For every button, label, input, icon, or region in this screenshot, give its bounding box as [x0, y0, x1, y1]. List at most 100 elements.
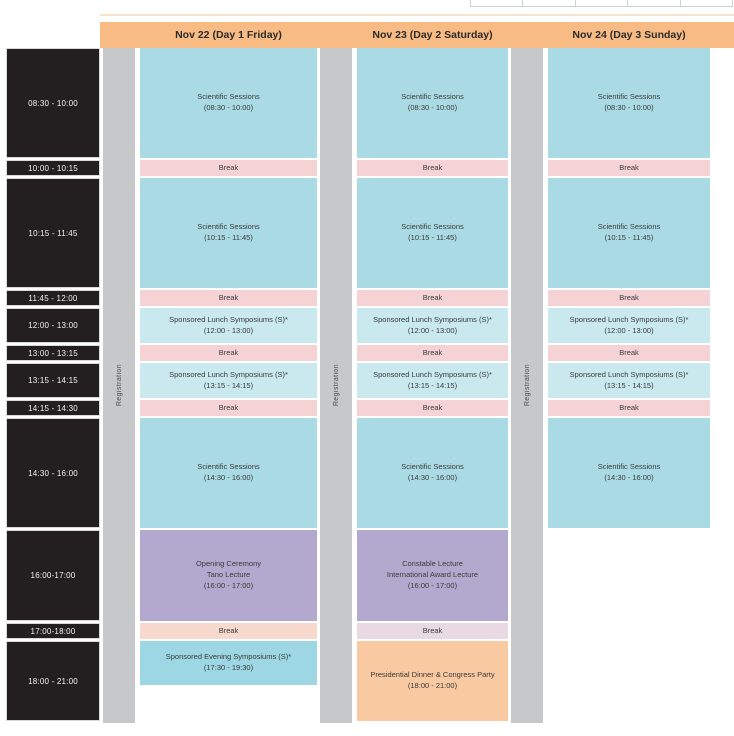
- event-time: (13:15 - 14:15): [604, 380, 654, 390]
- event-time: (14:30 - 16:00): [407, 473, 458, 482]
- event-title: Scientific Sessions: [401, 92, 464, 102]
- lunch-symposium-cell: Sponsored Lunch Symposiums (S)* (12:00 -…: [548, 308, 710, 343]
- event-subtitle: International Award Lecture: [386, 570, 479, 580]
- break-cell: Break: [140, 400, 317, 416]
- empty-table-cell: [523, 0, 576, 7]
- empty-table-cell: [680, 0, 734, 7]
- session-cell: Scientific Sessions (08:30 - 10:00): [140, 48, 317, 158]
- event-time: (12:00 - 13:00): [604, 325, 654, 335]
- registration-label: Registration: [332, 364, 340, 407]
- event-time: (08:30 - 10:00): [407, 103, 458, 112]
- event-title: Sponsored Lunch Symposiums (S)*: [569, 314, 689, 324]
- break-cell: Break: [140, 160, 317, 176]
- registration-column-day3: Registration: [511, 48, 543, 723]
- event-time: (13:15 - 14:15): [203, 380, 254, 390]
- event-title: Constable Lecture: [402, 559, 463, 569]
- time-slot-1300-1315: 13:00 - 13:15: [6, 345, 100, 361]
- event-title: Scientific Sessions: [597, 462, 661, 472]
- break-cell: Break: [357, 623, 508, 639]
- time-slot-1800-2100: 18:00 - 21:00: [6, 641, 100, 721]
- event-time: (10:15 - 11:45): [408, 233, 457, 242]
- event-title: Scientific Sessions: [197, 92, 260, 102]
- session-cell: Scientific Sessions (08:30 - 10:00): [548, 48, 710, 158]
- event-title: Scientific Sessions: [597, 222, 661, 232]
- lunch-symposium-cell: Sponsored Lunch Symposiums (S)* (12:00 -…: [357, 308, 508, 343]
- event-time: (16:00 - 17:00): [203, 580, 254, 590]
- session-cell: Scientific Sessions (14:30 - 16:00): [357, 418, 508, 528]
- event-title: Sponsored Lunch Symposiums (S)*: [569, 369, 689, 379]
- event-time: (08:30 - 10:00): [604, 103, 654, 112]
- constable-lecture-cell: Constable Lecture International Award Le…: [357, 530, 508, 621]
- time-slot-1000-1015: 10:00 - 10:15: [6, 160, 100, 176]
- session-cell: Scientific Sessions (14:30 - 16:00): [548, 418, 710, 528]
- session-cell: Scientific Sessions (10:15 - 11:45): [548, 178, 710, 288]
- empty-table-cell: [470, 0, 524, 7]
- event-title: Scientific Sessions: [401, 222, 464, 232]
- break-cell: Break: [548, 160, 710, 176]
- registration-label: Registration: [115, 364, 123, 407]
- time-slot-1200-1300: 12:00 - 13:00: [6, 308, 100, 343]
- event-title: Scientific Sessions: [401, 462, 464, 472]
- cropped-table-fragment: [470, 0, 734, 7]
- break-cell: Break: [357, 290, 508, 306]
- event-title: Scientific Sessions: [197, 222, 260, 232]
- break-cell: Break: [140, 623, 317, 639]
- event-title: Presidential Dinner & Congress Party: [370, 670, 495, 680]
- event-time: (12:00 - 13:00): [203, 325, 254, 335]
- break-cell: Break: [548, 400, 710, 416]
- break-cell: Break: [140, 290, 317, 306]
- lunch-symposium-cell: Sponsored Lunch Symposiums (S)* (12:00 -…: [140, 308, 317, 343]
- time-slot-1415-1430: 14:15 - 14:30: [6, 400, 100, 416]
- lunch-symposium-cell: Sponsored Lunch Symposiums (S)* (13:15 -…: [548, 363, 710, 398]
- lunch-symposium-cell: Sponsored Lunch Symposiums (S)* (13:15 -…: [357, 363, 508, 398]
- time-slot-1700-1800: 17:00-18:00: [6, 623, 100, 639]
- session-cell: Scientific Sessions (14:30 - 16:00): [140, 418, 317, 528]
- event-title: Scientific Sessions: [197, 462, 260, 472]
- day2-header: Nov 23 (Day 2 Saturday): [372, 29, 493, 41]
- event-time: (14:30 - 16:00): [604, 473, 654, 482]
- event-title: Sponsored Evening Symposiums (S)*: [165, 652, 292, 662]
- break-cell: Break: [357, 400, 508, 416]
- event-title: Sponsored Lunch Symposiums (S)*: [373, 314, 492, 324]
- header-top-line: [100, 14, 734, 16]
- event-time: (13:15 - 14:15): [407, 380, 458, 390]
- day-header-band: Nov 22 (Day 1 Friday) Nov 23 (Day 2 Satu…: [100, 22, 734, 48]
- empty-table-cell: [628, 0, 681, 7]
- break-cell: Break: [548, 290, 710, 306]
- day2-column: Scientific Sessions (08:30 - 10:00) Brea…: [357, 48, 508, 723]
- day1-header: Nov 22 (Day 1 Friday): [175, 29, 282, 41]
- event-time: (12:00 - 13:00): [407, 325, 458, 335]
- registration-column-day1: Registration: [103, 48, 135, 723]
- time-slot-1315-1415: 13:15 - 14:15: [6, 363, 100, 398]
- break-cell: Break: [357, 160, 508, 176]
- time-slot-1015-1145: 10:15 - 11:45: [6, 178, 100, 288]
- session-cell: Scientific Sessions (08:30 - 10:00): [357, 48, 508, 158]
- time-slot-1430-1600: 14:30 - 16:00: [6, 418, 100, 528]
- time-column: 08:30 - 10:00 10:00 - 10:15 10:15 - 11:4…: [6, 48, 100, 723]
- time-slot-0830-1000: 08:30 - 10:00: [6, 48, 100, 158]
- event-time: (08:30 - 10:00): [203, 103, 254, 112]
- break-cell: Break: [548, 345, 710, 361]
- event-time: (10:15 - 11:45): [604, 233, 654, 242]
- empty-table-cell: [575, 0, 629, 7]
- presidential-dinner-cell: Presidential Dinner & Congress Party (18…: [357, 641, 508, 721]
- break-cell: Break: [140, 345, 317, 361]
- event-subtitle: Tano Lecture: [206, 570, 251, 580]
- event-time: (17:30 - 19:30): [203, 663, 254, 672]
- evening-symposium-cell: Sponsored Evening Symposiums (S)* (17:30…: [140, 641, 317, 685]
- event-title: Sponsored Lunch Symposiums (S)*: [169, 369, 288, 379]
- session-cell: Scientific Sessions (10:15 - 11:45): [357, 178, 508, 288]
- event-time: (14:30 - 16:00): [203, 473, 254, 482]
- session-cell: Scientific Sessions (10:15 - 11:45): [140, 178, 317, 288]
- event-time: (10:15 - 11:45): [204, 233, 253, 242]
- break-cell: Break: [357, 345, 508, 361]
- event-time: (16:00 - 17:00): [407, 580, 458, 590]
- lunch-symposium-cell: Sponsored Lunch Symposiums (S)* (13:15 -…: [140, 363, 317, 398]
- event-title: Scientific Sessions: [597, 92, 661, 102]
- day3-header: Nov 24 (Day 3 Sunday): [572, 29, 686, 41]
- registration-column-day2: Registration: [320, 48, 352, 723]
- event-title: Sponsored Lunch Symposiums (S)*: [373, 369, 492, 379]
- registration-label: Registration: [523, 364, 531, 407]
- event-title: Opening Ceremony: [195, 559, 262, 569]
